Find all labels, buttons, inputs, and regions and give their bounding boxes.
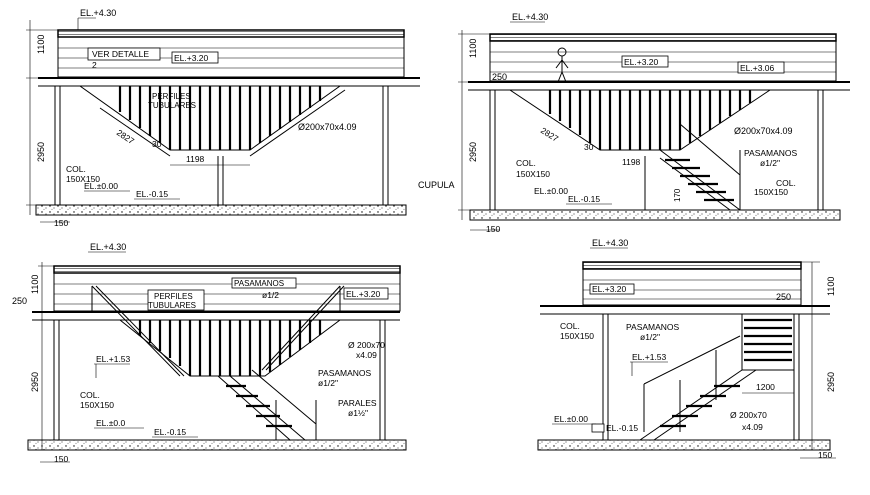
profile-size: x4.09 (742, 422, 763, 432)
profile-label: Ø 200x70 (730, 410, 767, 420)
pasamanos-label: PASAMANOS (744, 148, 798, 158)
tubulares-label: TUBULARES (148, 301, 196, 310)
cupola-hatch (118, 86, 322, 150)
tubulares-label: TUBULARES (148, 101, 196, 110)
el-neg-label: EL.-0.15 (606, 423, 638, 433)
el-153-label: EL.+1.53 (632, 352, 667, 362)
stair-slope (99, 107, 171, 157)
dim-2950: 2950 (36, 142, 46, 162)
view-bottom-right: EL.+4.30 EL.+3.20 1100 250 2950 COL. 150… (537, 238, 836, 460)
el-top-label: EL.+4.30 (90, 242, 126, 252)
ground-slab (35, 204, 407, 216)
col-label: COL. (560, 321, 580, 331)
dim-250: 250 (776, 292, 791, 302)
stair-slope-right (249, 89, 346, 157)
cupola-hatch (548, 90, 752, 150)
el-zero-label: EL.±0.0 (96, 418, 126, 428)
view-bottom-left: EL.+4.30 1100 250 2950 PERFILES TUBULARE… (12, 242, 407, 464)
parales-label: PARALES (338, 398, 377, 408)
col-size: 150X150 (80, 400, 114, 410)
el-zero-label: EL.±0.00 (534, 186, 568, 196)
el-zero-label: EL.±0.00 (554, 414, 588, 424)
dim-1100: 1100 (36, 35, 46, 54)
columns (53, 320, 386, 440)
profile-size: x4.09 (356, 350, 377, 360)
dim-250: 250 (12, 296, 27, 306)
parales-size: ø1½" (348, 408, 368, 418)
el-neg-label: EL.-0.15 (136, 189, 168, 199)
view-top-left: EL.+4.30 1100 2950 VER DETALLE 2 EL.+3.2… (26, 8, 420, 228)
dim-150: 150 (54, 218, 68, 228)
col-label: COL. (516, 158, 536, 168)
dim-1198: 1198 (186, 154, 205, 164)
dim-1100: 1100 (30, 275, 40, 294)
el-zero-label: EL.±0.00 (84, 181, 118, 191)
col-right-size: 150X150 (754, 187, 788, 197)
columns (489, 90, 824, 210)
dim-2950: 2950 (30, 372, 40, 392)
stair-flight (217, 369, 317, 441)
dim-170: 170 (673, 188, 682, 202)
col-right-label: COL. (776, 178, 796, 188)
el-mid-label: EL.+3.20 (592, 284, 627, 294)
dim-2827: 2827 (539, 125, 561, 144)
el-mid-box (171, 51, 219, 64)
dim-1200: 1200 (756, 382, 775, 392)
el-top-label: EL.+4.30 (80, 8, 116, 18)
dim-1100: 1100 (826, 277, 836, 296)
person-figure (555, 47, 569, 83)
profile-label: Ø200x70x4.09 (734, 126, 793, 136)
col-size: 150X150 (560, 331, 594, 341)
dim-1198: 1198 (622, 157, 641, 167)
railings (91, 285, 345, 377)
el-mid-label: EL.+3.20 (346, 289, 381, 299)
pasamanos-size: ø1/2" (760, 158, 780, 168)
el-mid-label: EL.+3.20 (624, 57, 659, 67)
pasamanos2-label: PASAMANOS (318, 368, 372, 378)
pasamanos-size: ø1/2" (640, 332, 660, 342)
el-306-label: EL.+3.06 (740, 63, 775, 73)
ground-slab (469, 209, 841, 221)
roof-slab (57, 29, 405, 38)
dim-250: 250 (492, 72, 507, 82)
el-neg-label: EL.-0.15 (154, 427, 186, 437)
dim-30: 30 (152, 139, 162, 149)
el-mid-label: EL.+3.20 (174, 53, 209, 63)
roof-slab (489, 33, 837, 42)
perfiles-label: PERFILES (154, 292, 193, 301)
profile-label: Ø200x70x4.09 (298, 122, 357, 132)
col-size: 150X150 (66, 174, 100, 184)
pasamanos2-size: ø1/2" (318, 378, 338, 388)
dim-2950: 2950 (468, 142, 478, 162)
col-label: COL. (80, 390, 100, 400)
dim-150: 150 (818, 450, 832, 460)
detail-number: 2 (92, 60, 97, 70)
view-top-right: EL.+4.30 1100 2950 250 EL.+3.20 EL.+3.06… (458, 12, 850, 234)
stair-flight (639, 313, 795, 441)
pasamanos-size: ø1/2 (262, 290, 279, 300)
el-top-label: EL.+4.30 (512, 12, 548, 22)
detail-label: VER DETALLE (92, 49, 149, 59)
dim-1100: 1100 (468, 39, 478, 58)
stair-flight (659, 123, 741, 211)
col-size: 150X150 (516, 169, 550, 179)
pasamanos-label: PASAMANOS (626, 322, 680, 332)
perfiles-label: PERFILES (152, 92, 191, 101)
pasamanos-label: PASAMANOS (234, 279, 284, 288)
el-top-label: EL.+4.30 (592, 238, 628, 248)
dim-150: 150 (54, 454, 68, 464)
dim-30: 30 (584, 142, 594, 152)
detail-box (87, 47, 161, 61)
dim-2950: 2950 (826, 372, 836, 392)
el-153-label: EL.+1.53 (96, 354, 131, 364)
dim-150: 150 (486, 224, 500, 234)
profile-label: Ø 200x70 (348, 340, 385, 350)
columns (54, 86, 389, 205)
cupola-hatch (138, 320, 322, 376)
el-neg-label: EL.-0.15 (568, 194, 600, 204)
columns (602, 314, 800, 440)
cupula-label: CUPULA (418, 180, 455, 190)
col-label: COL. (66, 164, 86, 174)
